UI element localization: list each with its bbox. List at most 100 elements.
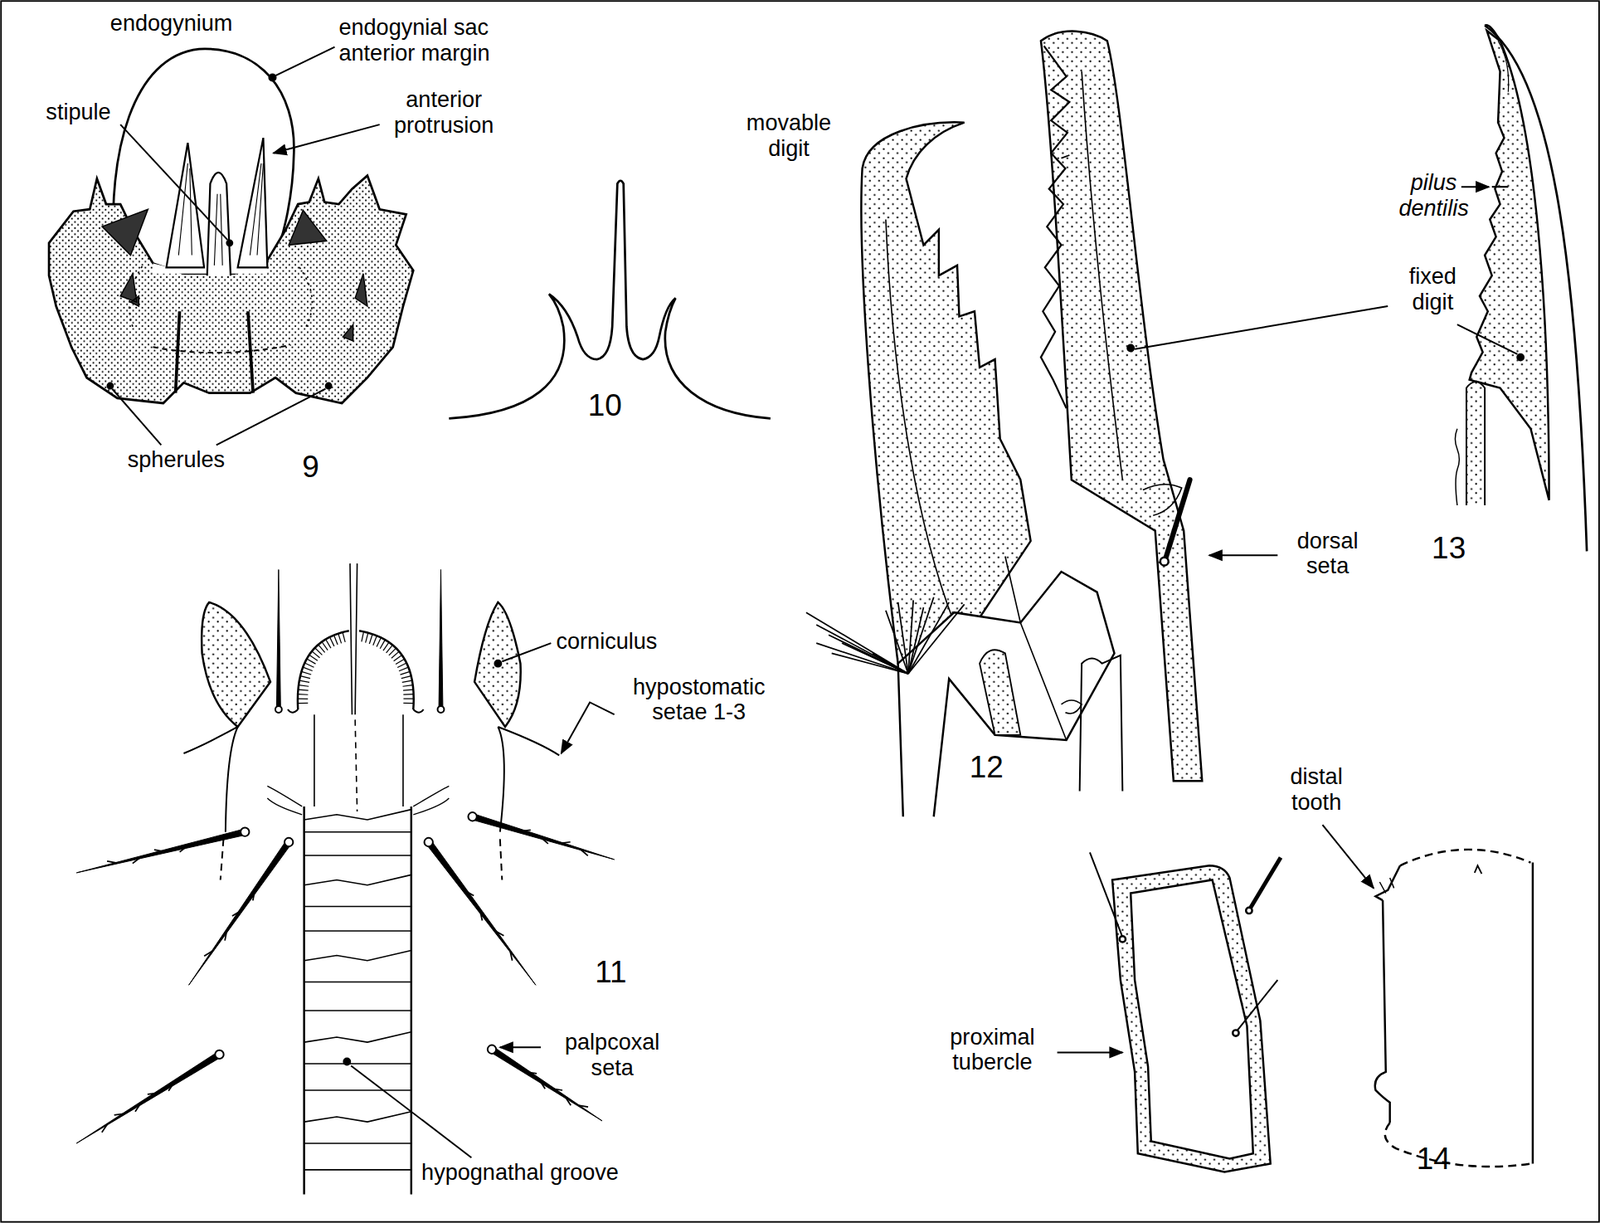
leader-dot [495, 660, 501, 667]
deutosternal-row [304, 831, 412, 833]
seta-socket [437, 705, 445, 713]
seta-socket [467, 812, 477, 821]
fringe [325, 638, 331, 648]
fringe [403, 698, 414, 700]
fringe [383, 641, 390, 651]
seta-socket [214, 1050, 224, 1059]
deutosternal-row [304, 1009, 412, 1012]
brush-seta [908, 603, 965, 674]
hypostome-outline [304, 806, 412, 1195]
seta-socket [487, 1045, 497, 1054]
fringe [315, 647, 323, 656]
fringe [369, 633, 373, 644]
figure-number: 11 [594, 953, 627, 989]
fringe [397, 662, 407, 667]
seta-line [76, 1051, 221, 1143]
seta-barb [520, 829, 531, 832]
corniculus-shape [201, 602, 271, 727]
leader-dot [227, 240, 233, 246]
seta-line [1249, 856, 1281, 909]
salivary-stylus [297, 630, 350, 710]
brush-seta [885, 610, 909, 674]
fringe [330, 637, 335, 647]
digit-line [1497, 40, 1509, 93]
dotted-line [297, 265, 312, 327]
part-label: hypostomatic setae 1-3 [612, 673, 786, 725]
deutosternal-row [304, 929, 412, 932]
deutosternal-row [304, 854, 412, 856]
median-ridge [175, 311, 254, 393]
arthrodial-process [1061, 700, 1083, 714]
seta-line [471, 813, 615, 860]
seta-barb [147, 1092, 158, 1095]
chelicera [860, 31, 1202, 818]
deutosternal-row [304, 809, 412, 820]
fringe [301, 671, 312, 675]
leader-arrow [1057, 1050, 1124, 1053]
seta-barb [560, 841, 571, 844]
leader-line [1134, 306, 1388, 350]
seta-barb [132, 856, 142, 863]
leader-lines [111, 47, 380, 446]
hypostome-margin [183, 726, 238, 832]
fringe [342, 632, 346, 642]
part-label: stipule [45, 98, 111, 125]
seta-barb [526, 1071, 537, 1074]
deutosternal-row [304, 1031, 412, 1042]
leader-dot [325, 383, 331, 389]
seta-socket [284, 837, 293, 847]
seta-socket [1160, 557, 1169, 566]
leader-dot [1517, 354, 1523, 360]
seta-barb [179, 845, 189, 852]
fringe [376, 637, 381, 647]
leader-line [1457, 324, 1518, 355]
stalk [1466, 381, 1485, 506]
leader-arrow [1322, 824, 1374, 888]
leader-lines [1057, 824, 1374, 1052]
salivary-stylus [359, 630, 414, 710]
lyrifissure [1142, 484, 1182, 516]
seta-barb [552, 1088, 563, 1090]
seta-barb [540, 836, 549, 844]
brush-seta [806, 612, 909, 674]
figure-number: 10 [588, 388, 623, 424]
seta-socket [275, 705, 283, 713]
leader-dot [269, 74, 276, 81]
seta-socket [1119, 935, 1126, 942]
fringe [297, 702, 308, 704]
fringe [373, 635, 378, 645]
fringe [379, 639, 385, 649]
seta-barb [578, 1104, 589, 1107]
deutosternal-row [304, 1062, 412, 1065]
fringe [304, 662, 314, 667]
corniculus-shape [474, 602, 521, 727]
seta-socket [424, 837, 433, 847]
seta-barb [565, 1096, 572, 1105]
part-label: endogynium [110, 9, 233, 36]
segment-outline [1375, 862, 1533, 1164]
dashed-line [355, 719, 357, 812]
dashed-line [220, 838, 503, 880]
fringe [403, 702, 414, 705]
seta-barb [510, 950, 513, 961]
hypostome-margin [497, 726, 560, 832]
palp-segments [1089, 849, 1533, 1173]
leader-dot [1127, 345, 1134, 351]
protrusion [166, 142, 205, 268]
deutosternal-row [304, 1089, 412, 1091]
seta-barb [154, 849, 165, 852]
fringe [365, 632, 369, 643]
leader-line [275, 47, 335, 76]
stalk [1079, 655, 1124, 792]
part-label: corniculus [556, 628, 658, 655]
leader-line [216, 389, 326, 446]
brush-seta [816, 624, 909, 674]
labrum [350, 563, 358, 715]
part-label: spherules [127, 447, 225, 473]
fringe [302, 666, 312, 671]
part-label: pilus dentilis [1387, 169, 1480, 221]
seta-barb [539, 1079, 546, 1089]
deutosternal-row [304, 1111, 412, 1122]
setae [76, 569, 614, 1170]
